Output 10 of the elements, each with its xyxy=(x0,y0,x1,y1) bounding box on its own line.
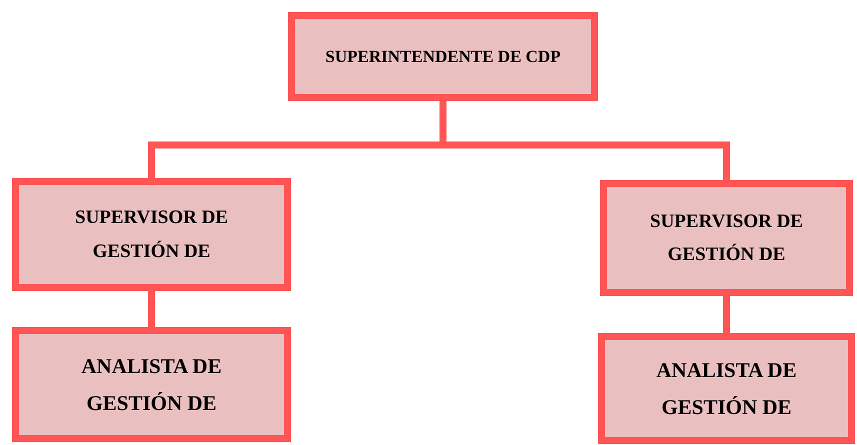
position-box xyxy=(288,12,598,101)
position-box xyxy=(12,178,291,291)
position-title: ANALISTA DE GESTIÓN DE xyxy=(80,352,223,416)
position-title: SUPERVISOR DE GESTIÓN DE xyxy=(649,210,804,267)
position-box xyxy=(600,180,853,296)
position-title: SUPERVISOR DE GESTIÓN DE xyxy=(74,206,229,264)
position-title: ANALISTA DE GESTIÓN DE xyxy=(655,356,798,420)
position-box xyxy=(598,333,855,444)
position-box xyxy=(12,327,291,442)
position-title: SUPERINTENDENTE DE CDP xyxy=(325,46,561,68)
